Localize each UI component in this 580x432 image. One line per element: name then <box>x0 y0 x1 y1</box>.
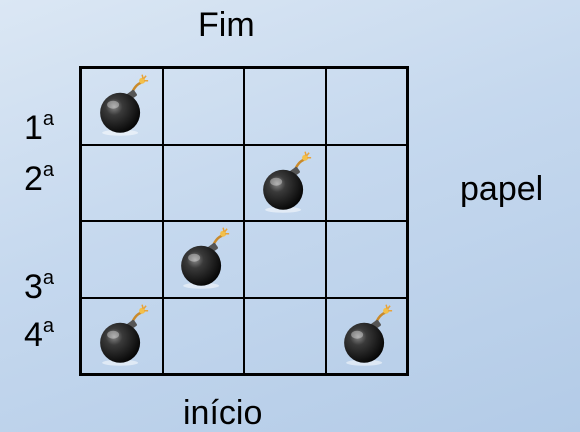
grid-cell <box>162 221 244 298</box>
grid-cell <box>81 297 163 374</box>
grid-cell <box>325 297 407 374</box>
bomb-icon <box>176 226 232 290</box>
bomb-icon <box>95 73 151 137</box>
row-label-3: 3a <box>24 267 55 306</box>
bomb-icon <box>339 302 395 366</box>
bomb-icon <box>258 149 314 213</box>
grid-cell <box>244 221 326 298</box>
grid-cell <box>244 144 326 221</box>
bottom-label-inicio: início <box>183 394 263 432</box>
grid-cell <box>81 221 163 298</box>
grid-cell <box>162 297 244 374</box>
grid-cell <box>81 68 163 145</box>
side-label-papel: papel <box>460 170 544 208</box>
grid-cell <box>244 297 326 374</box>
grid-cell <box>162 144 244 221</box>
grid-cell <box>325 144 407 221</box>
top-label-fim: Fim <box>198 6 255 44</box>
grid-cell <box>244 68 326 145</box>
row-label-2: 2a <box>24 159 55 198</box>
grid-cell <box>325 68 407 145</box>
minefield-grid <box>79 66 409 376</box>
bomb-icon <box>95 302 151 366</box>
row-label-1: 1a <box>24 108 55 147</box>
grid-cell <box>325 221 407 298</box>
grid-cell <box>81 144 163 221</box>
row-label-4: 4a <box>24 315 55 354</box>
grid-cell <box>162 68 244 145</box>
